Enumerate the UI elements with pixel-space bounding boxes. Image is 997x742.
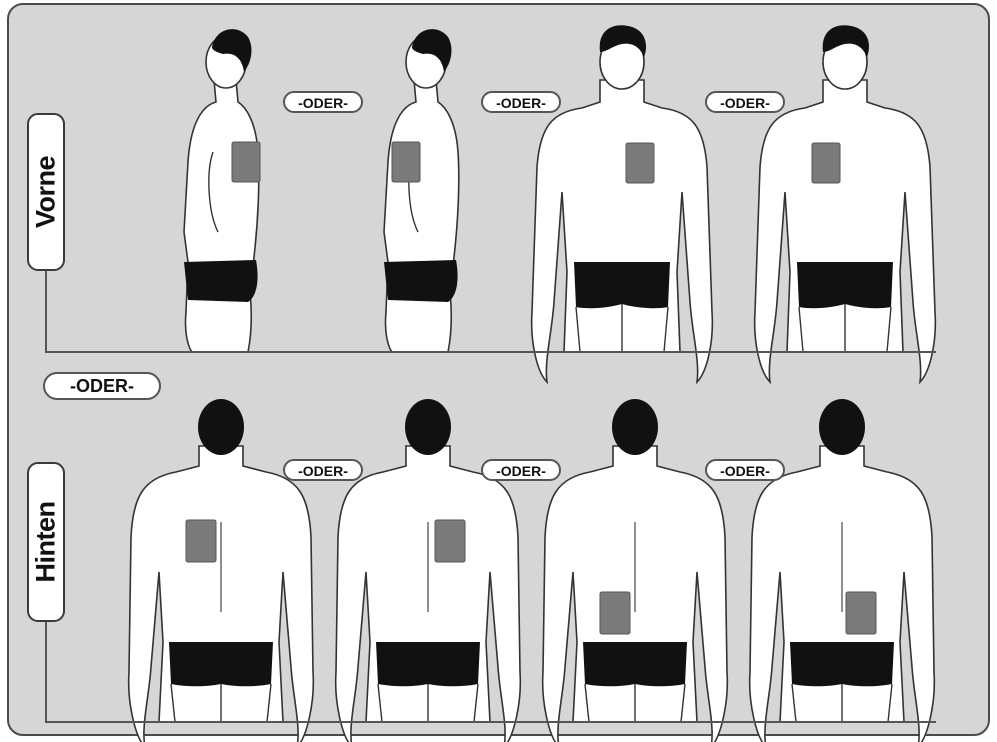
back-row-label-text: Hinten <box>31 502 62 583</box>
back-row-label: Hinten <box>27 462 65 622</box>
oder-separator-rows: -ODER- <box>43 372 161 400</box>
figure-back-upper-2 <box>336 399 521 742</box>
figure-front-chest-1 <box>532 25 713 382</box>
figure-front-side-1 <box>184 29 260 352</box>
figure-back-lower-2 <box>750 399 935 742</box>
patch-back-3 <box>600 592 630 634</box>
figure-front-chest-2 <box>755 25 936 382</box>
oder-separator: -ODER- <box>481 459 561 481</box>
front-row-label: Vorne <box>27 113 65 271</box>
front-row-label-text: Vorne <box>31 156 62 228</box>
patch-back-1 <box>186 520 216 562</box>
patch-back-2 <box>435 520 465 562</box>
patch-front-3 <box>626 143 654 183</box>
patch-back-4 <box>846 592 876 634</box>
patch-front-4 <box>812 143 840 183</box>
patch-front-2 <box>392 142 420 182</box>
patch-front-1 <box>232 142 260 182</box>
figure-front-side-2 <box>384 29 459 352</box>
oder-separator: -ODER- <box>705 459 785 481</box>
figure-back-upper-1 <box>129 399 314 742</box>
oder-separator: -ODER- <box>283 91 363 113</box>
oder-separator: -ODER- <box>705 91 785 113</box>
oder-separator: -ODER- <box>481 91 561 113</box>
figure-back-lower-1 <box>543 399 728 742</box>
oder-separator: -ODER- <box>283 459 363 481</box>
